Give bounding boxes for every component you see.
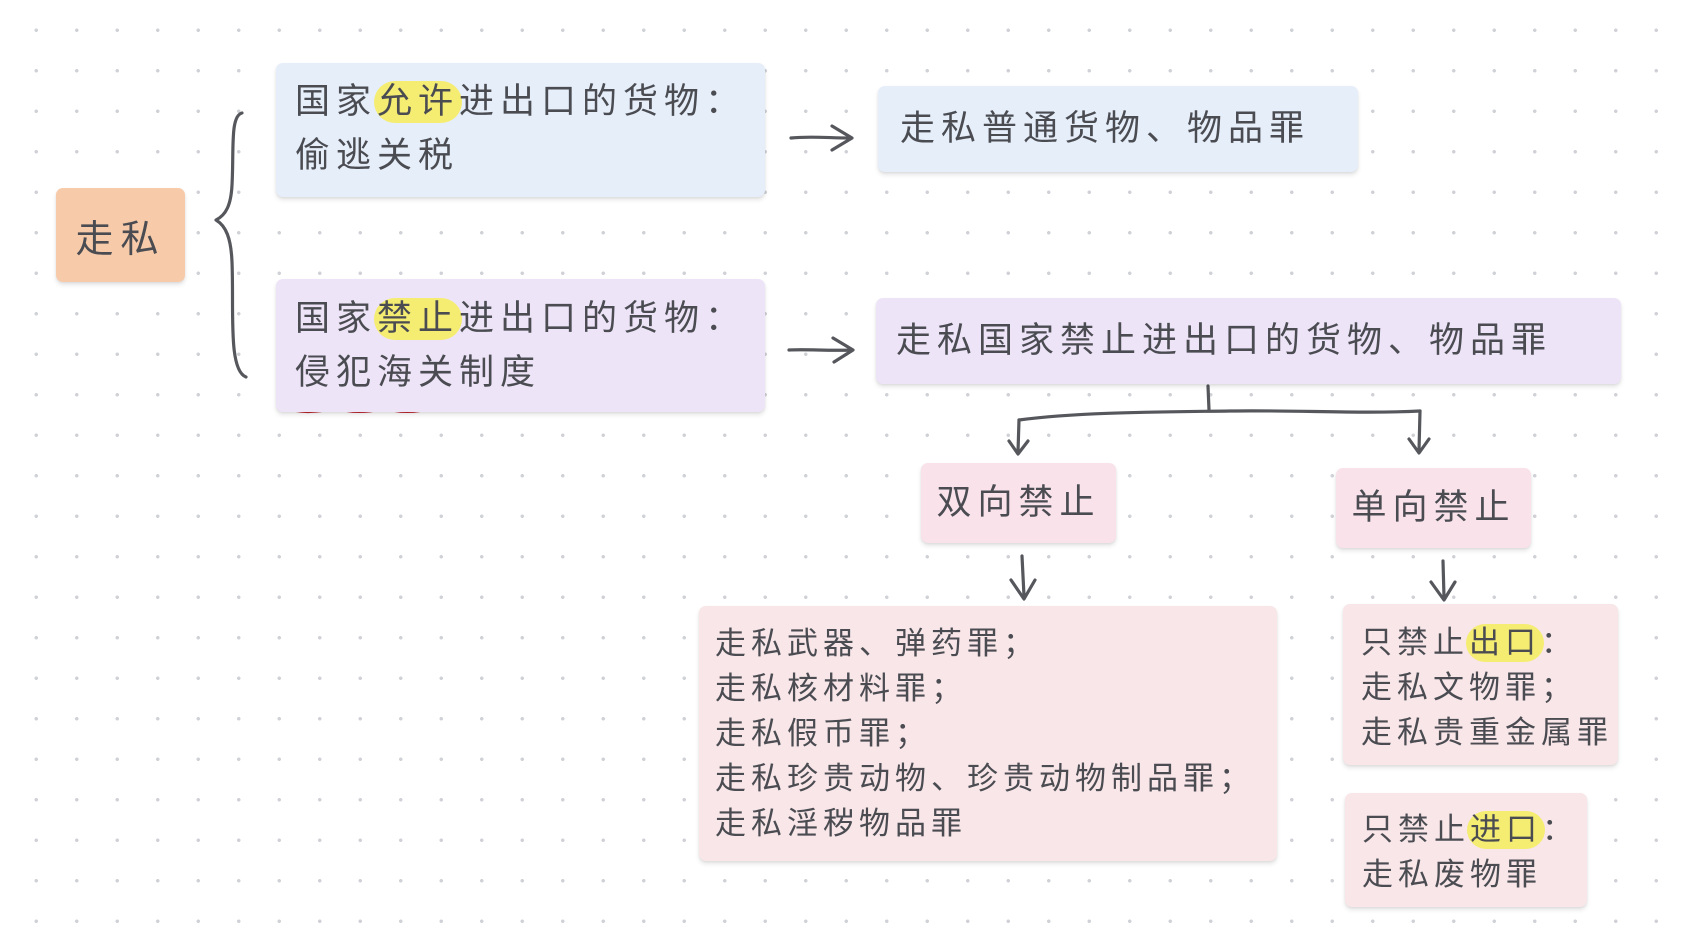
general-goods-crime-node[interactable]: 走私普通货物、物品罪: [878, 86, 1358, 172]
arrow-prohibited-to-crime: [787, 336, 855, 364]
list-item: 走私贵重金属罪: [1361, 715, 1613, 751]
prohibited-consequence: 侵犯海关制度: [295, 353, 542, 393]
allowed-heading-pre: 国家: [295, 82, 378, 122]
prohibited-heading-pre: 国家: [295, 299, 378, 339]
split-connector: [1007, 384, 1431, 456]
allowed-goods-node[interactable]: 国家允许进出口的货物： 偷逃关税: [276, 63, 765, 197]
root-node[interactable]: 走私: [56, 188, 185, 282]
arrow-allowed-to-general: [789, 124, 854, 152]
prohibited-highlight: 禁止: [374, 298, 463, 340]
list-item: 走私核材料罪；: [715, 671, 967, 707]
prohibited-heading: 国家禁止进出口的货物：: [295, 292, 765, 346]
export-only-pre: 只禁止: [1361, 625, 1469, 661]
import-only-post: ：: [1542, 812, 1578, 848]
allowed-heading: 国家允许进出口的货物：: [295, 75, 765, 129]
prohibited-goods-crime-node[interactable]: 走私国家禁止进出口的货物、物品罪: [876, 298, 1621, 384]
allowed-consequence: 偷逃关税: [295, 136, 460, 176]
two-way-ban-label: 双向禁止: [936, 483, 1101, 523]
import-only-node[interactable]: 只禁止进口： 走私废物罪: [1345, 793, 1587, 907]
list-item: 走私假币罪；: [715, 716, 931, 752]
export-only-heading: 只禁止出口：: [1361, 621, 1618, 666]
prohibited-goods-node[interactable]: 国家禁止进出口的货物： 侵犯海关制度: [276, 279, 765, 412]
two-way-crimes-node[interactable]: 走私武器、弹药罪； 走私核材料罪； 走私假币罪； 走私珍贵动物、珍贵动物制品罪；…: [699, 606, 1277, 861]
import-only-heading: 只禁止进口：: [1362, 808, 1587, 853]
allowed-highlight: 允许: [374, 81, 463, 123]
arrow-one-way-down: [1429, 559, 1457, 602]
export-only-post: ：: [1541, 625, 1577, 661]
general-goods-crime-label: 走私普通货物、物品罪: [900, 109, 1311, 149]
import-only-pre: 只禁止: [1362, 812, 1470, 848]
list-item: 走私淫秽物品罪: [715, 806, 967, 842]
list-item: 走私文物罪；: [1361, 670, 1577, 706]
arrow-two-way-down: [1009, 554, 1037, 601]
export-highlight: 出口: [1466, 624, 1544, 662]
allowed-heading-post: 进出口的货物：: [459, 82, 747, 122]
export-only-node[interactable]: 只禁止出口： 走私文物罪； 走私贵重金属罪: [1343, 604, 1618, 765]
list-item: 走私武器、弹药罪；: [715, 626, 1039, 662]
list-item: 走私珍贵动物、珍贵动物制品罪；: [715, 761, 1255, 797]
list-item: 走私废物罪: [1362, 857, 1542, 893]
prohibited-heading-post: 进出口的货物：: [459, 299, 747, 339]
one-way-ban-label: 单向禁止: [1351, 488, 1516, 528]
root-label: 走私: [75, 216, 166, 261]
prohibited-goods-crime-label: 走私国家禁止进出口的货物、物品罪: [896, 321, 1553, 361]
import-highlight: 进口: [1467, 811, 1545, 849]
brace-connector: [214, 111, 248, 379]
one-way-ban-node[interactable]: 单向禁止: [1336, 468, 1531, 548]
two-way-ban-node[interactable]: 双向禁止: [921, 463, 1116, 543]
